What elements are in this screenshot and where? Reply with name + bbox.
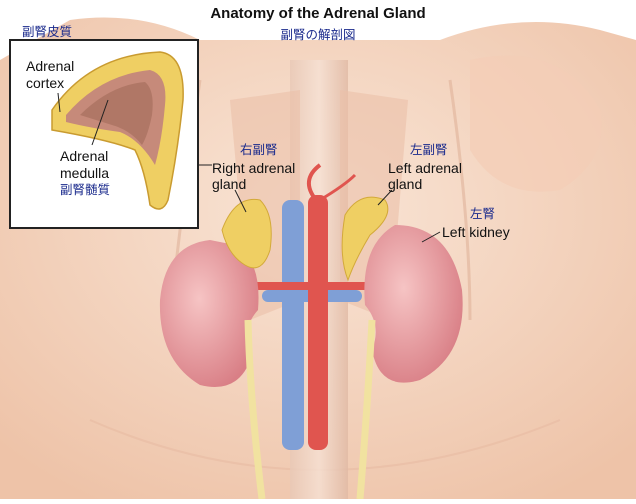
inset-heading-jp: 副腎皮質	[22, 24, 73, 39]
left-adrenal-gland	[341, 196, 389, 282]
right-kidney	[159, 240, 259, 387]
right-adrenal-label-line2: gland	[212, 176, 247, 192]
left-adrenal-label-jp: 左副腎	[410, 142, 448, 157]
medulla-label-jp: 副腎髄質	[60, 182, 111, 197]
right-adrenal-label-line1: Right adrenal	[212, 160, 296, 176]
left-adrenal-label-line1: Left adrenal	[388, 160, 462, 176]
inset-box	[9, 39, 199, 229]
right-adrenal-label-jp: 右副腎	[240, 142, 278, 157]
page-subtitle: 副腎の解剖図	[280, 27, 356, 42]
right-adrenal-gland	[221, 198, 272, 269]
left-kidney-label-jp: 左腎	[470, 206, 496, 221]
left-kidney-label: Left kidney	[442, 224, 510, 240]
leader-lines	[198, 164, 441, 243]
page-title: Anatomy of the Adrenal Gland	[210, 5, 426, 22]
aorta	[250, 163, 370, 450]
medulla-label-line2: medulla	[60, 165, 110, 181]
medulla-label-line1: Adrenal	[60, 148, 109, 164]
left-adrenal-label-line2: gland	[388, 176, 423, 192]
cortex-label-line2: cortex	[26, 75, 65, 91]
left-kidney	[364, 225, 463, 383]
ureters	[244, 319, 376, 500]
cortex-label-line1: Adrenal	[26, 58, 75, 74]
